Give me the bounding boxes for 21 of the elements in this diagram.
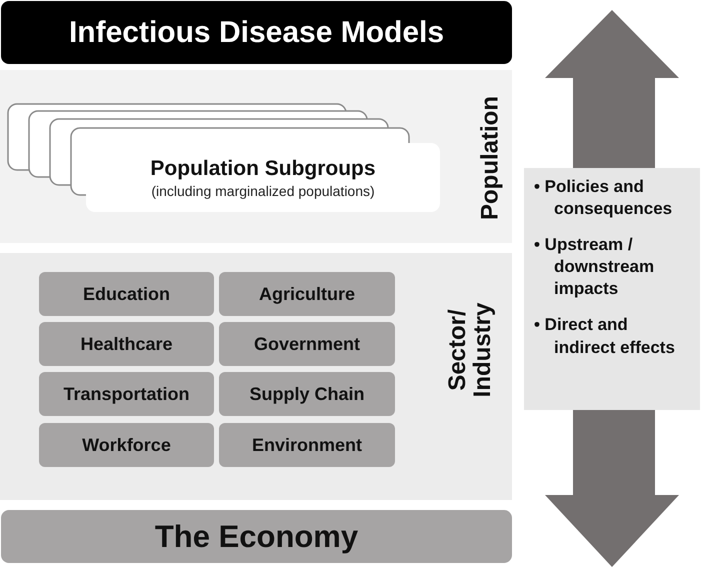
sector-box: Workforce — [39, 423, 214, 467]
sector-box: Education — [39, 272, 214, 316]
heading: Population Subgroups — [150, 156, 376, 180]
sector-box: Environment — [219, 423, 395, 467]
economy-bar: The Economy — [1, 510, 512, 563]
bullet-item: • Policies and consequences — [534, 176, 674, 220]
sector-box: Government — [219, 322, 395, 366]
sector-panel — [0, 253, 512, 500]
subtitle: (including marginalized populations) — [151, 182, 375, 198]
sector-box: Agriculture — [219, 272, 395, 316]
text-panel — [524, 168, 700, 410]
section-label: Sector/ Industry — [444, 302, 496, 400]
sector-box: Transportation — [39, 372, 214, 416]
bullet-item: • Direct and indirect effects — [534, 314, 676, 359]
section-label: Population — [477, 96, 503, 220]
bullet-item: • Upstream / downstream impacts — [534, 234, 656, 300]
card-stack-drawing — [7, 103, 441, 213]
title-bar: Infectious Disease Models — [1, 1, 512, 64]
sector-box: Healthcare — [39, 322, 214, 366]
sector-box: Supply Chain — [219, 372, 395, 416]
population-panel — [0, 70, 512, 243]
